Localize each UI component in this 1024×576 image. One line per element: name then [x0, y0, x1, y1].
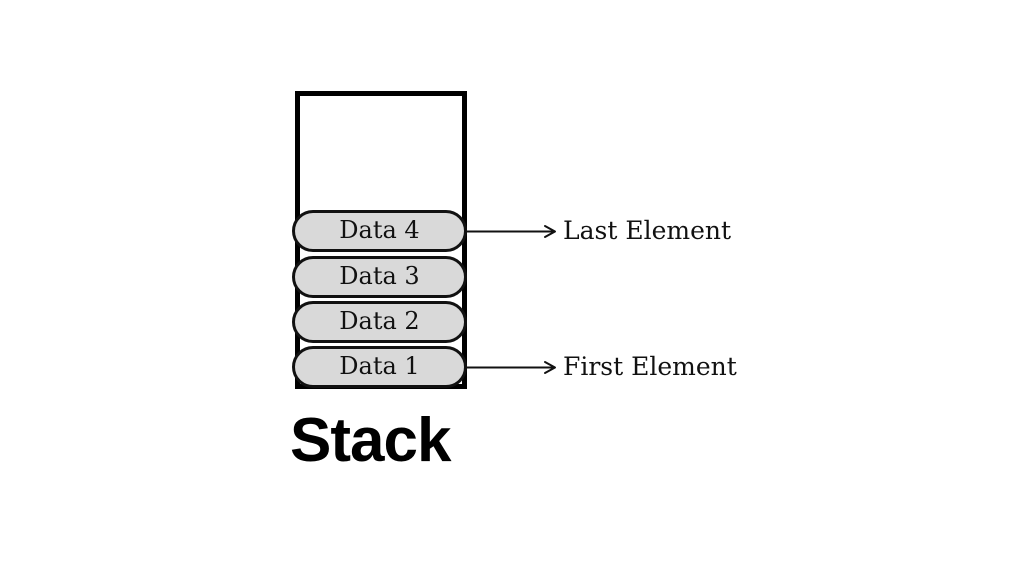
stack-item-bottom: Data 1	[292, 346, 467, 388]
annotation-first-element: First Element	[563, 352, 737, 381]
stack-item: Data 2	[292, 301, 467, 343]
annotation-last-element: Last Element	[563, 216, 732, 245]
stack-item-label: Data 2	[339, 307, 420, 335]
arrow-first-element	[465, 361, 556, 374]
stack-item-label: Data 3	[339, 262, 420, 290]
arrow-last-element	[465, 225, 556, 238]
stack-item: Data 3	[292, 256, 467, 298]
diagram-title: Stack	[290, 406, 451, 475]
stack-item-label: Data 1	[339, 352, 420, 380]
stack-item-label: Data 4	[339, 216, 420, 244]
stack-item-top: Data 4	[292, 210, 467, 252]
